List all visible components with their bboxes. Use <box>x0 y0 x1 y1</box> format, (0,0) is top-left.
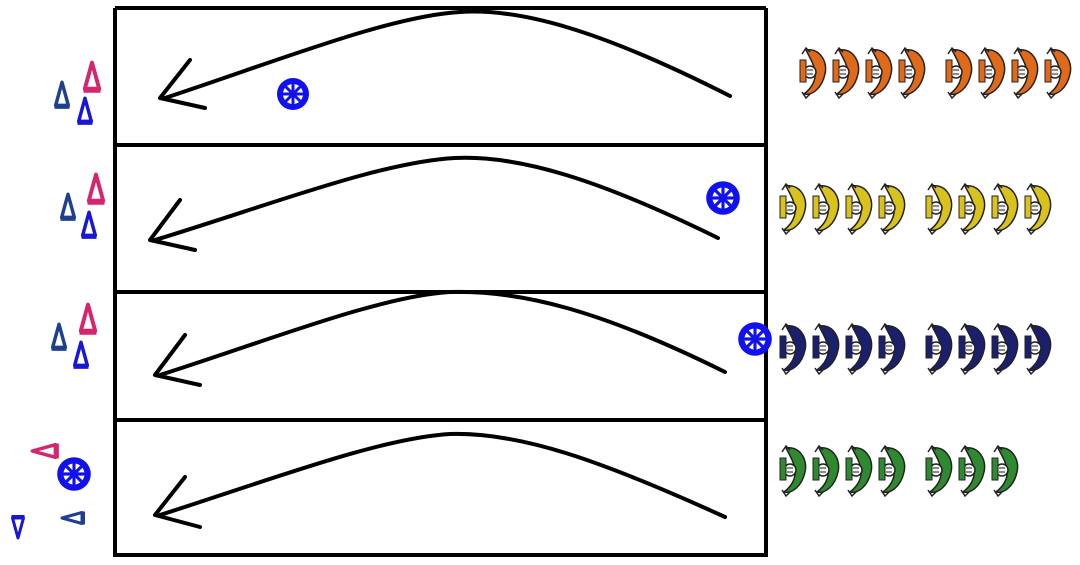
cone-icon <box>80 305 97 333</box>
player-icon <box>846 446 872 496</box>
player-icon <box>780 324 806 374</box>
cone-icon <box>52 324 67 349</box>
player-icon <box>992 184 1018 234</box>
player-icon <box>926 324 952 374</box>
curved-arrow-icon <box>155 434 725 527</box>
player-group-lane-1 <box>800 48 1071 98</box>
curved-arrow-icon <box>150 158 718 250</box>
cone-icon <box>61 194 76 219</box>
field-outline <box>115 8 766 557</box>
cone-group-lane-1 <box>55 63 101 124</box>
cone-icon <box>82 212 97 237</box>
player-icon <box>813 184 839 234</box>
cone-icon <box>32 444 57 459</box>
curved-arrow-icon <box>160 12 730 108</box>
curved-arrow-icon <box>155 292 725 385</box>
player-icon <box>800 48 826 98</box>
player-icon <box>959 324 985 374</box>
cone-icon <box>55 82 70 107</box>
cone-icon <box>78 98 93 123</box>
cone-icon <box>74 342 89 367</box>
player-icon <box>879 184 905 234</box>
player-icon <box>866 48 892 98</box>
player-icon <box>926 446 952 496</box>
player-icon <box>780 446 806 496</box>
player-icon <box>813 324 839 374</box>
player-icon <box>899 48 925 98</box>
player-icon <box>992 324 1018 374</box>
cone-group-lane-3 <box>52 305 97 367</box>
player-icon <box>780 184 806 234</box>
player-icon <box>959 446 985 496</box>
player-group-lane-2 <box>780 184 1051 234</box>
player-icon <box>1045 48 1071 98</box>
player-icon <box>946 48 972 98</box>
player-icon <box>1025 324 1051 374</box>
player-group-lane-4 <box>780 446 1018 496</box>
player-icon <box>846 184 872 234</box>
cone-group-lane-2 <box>61 175 105 238</box>
player-icon <box>1025 184 1051 234</box>
soccer-ball-icon <box>277 78 309 110</box>
player-icon <box>959 184 985 234</box>
player-group-lane-3 <box>780 324 1051 374</box>
player-icon <box>879 446 905 496</box>
player-icon <box>992 446 1018 496</box>
soccer-ball-icon <box>738 322 772 356</box>
player-icon <box>846 324 872 374</box>
cone-icon <box>12 517 25 539</box>
cone-icon <box>88 175 105 203</box>
player-icon <box>979 48 1005 98</box>
soccer-ball-icon <box>57 457 91 491</box>
player-icon <box>1012 48 1038 98</box>
player-icon <box>879 324 905 374</box>
cone-icon <box>62 512 84 525</box>
player-icon <box>926 184 952 234</box>
player-icon <box>813 446 839 496</box>
soccer-ball-icon <box>706 181 740 215</box>
cone-icon <box>84 63 101 91</box>
player-icon <box>833 48 859 98</box>
